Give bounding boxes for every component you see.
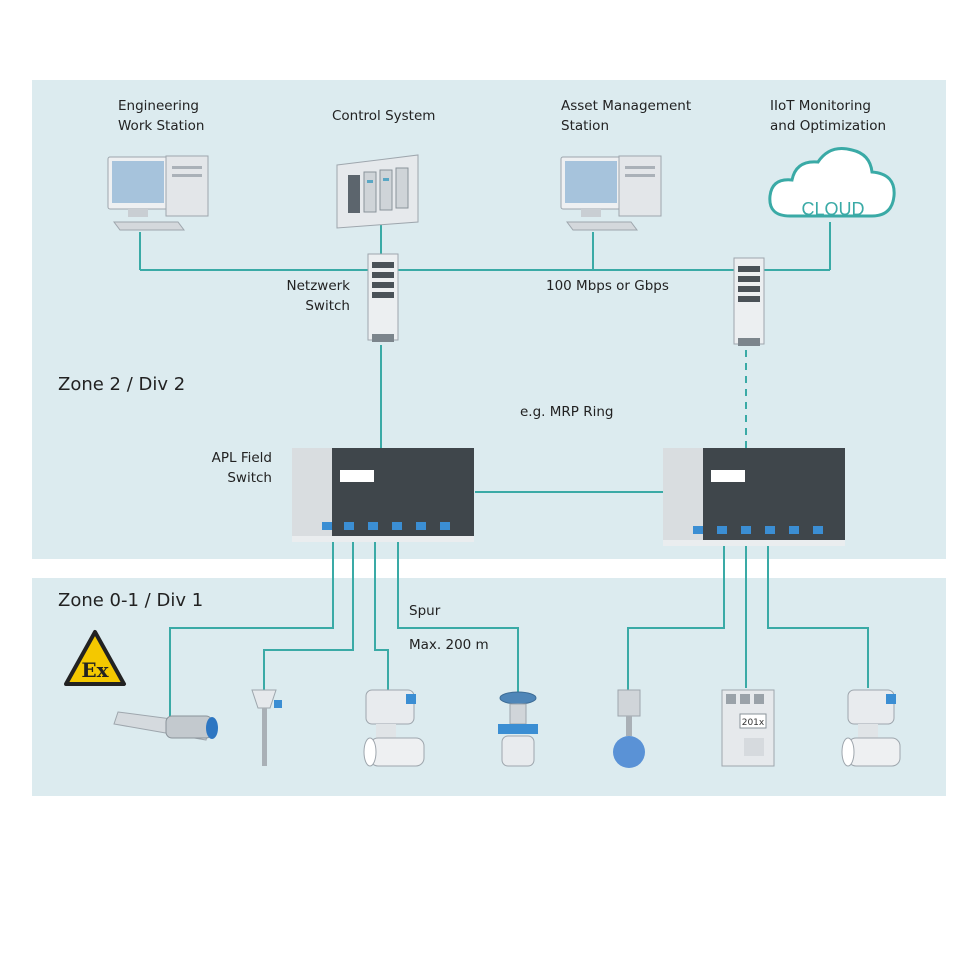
din-rail-device-icon bbox=[721, 689, 775, 767]
apl-field-switch-right-icon bbox=[663, 448, 845, 546]
iiot-line2: and Optimization bbox=[770, 118, 887, 134]
zone-0-1-panel bbox=[32, 578, 946, 796]
control-system-label: Control System bbox=[332, 108, 436, 124]
cloud-icon bbox=[768, 147, 896, 218]
speed-label: 100 Mbps or Gbps bbox=[546, 278, 669, 294]
level-sensor-icon bbox=[251, 689, 282, 766]
cloud-label: CLOUD bbox=[801, 199, 864, 219]
asset-management-station-icon bbox=[560, 155, 662, 231]
flow-meter-right-icon bbox=[841, 689, 901, 767]
iiot-monitoring-label: IIoT Monitoring and Optimization bbox=[770, 96, 886, 136]
apl-field-switch-left-icon bbox=[292, 448, 474, 542]
netzwerk-switch-label: Netzwerk Switch bbox=[250, 276, 351, 316]
netzwerk-switch-left-icon bbox=[367, 253, 399, 342]
control-valve-icon bbox=[498, 691, 538, 767]
control-system-icon bbox=[336, 154, 419, 229]
network-lines bbox=[139, 222, 869, 718]
device-display-label: 201x bbox=[742, 718, 765, 728]
mrp-ring-label: e.g. MRP Ring bbox=[520, 404, 614, 420]
apl-line2: Switch bbox=[227, 470, 272, 486]
engineering-workstation-icon bbox=[107, 155, 209, 231]
engineering-workstation-label: Engineering Work Station bbox=[118, 96, 204, 136]
engineering-line1: Engineering bbox=[118, 98, 199, 114]
engineering-line2: Work Station bbox=[118, 118, 205, 134]
apl-line1: APL Field bbox=[211, 450, 272, 466]
asset-line2: Station bbox=[561, 118, 609, 134]
zone-2-label: Zone 2 / Div 2 bbox=[58, 374, 186, 395]
proximity-sensor-icon bbox=[113, 711, 218, 741]
max-length-label: Max. 200 m bbox=[409, 637, 489, 653]
netzwerk-line1: Netzwerk bbox=[286, 278, 351, 294]
ex-warning-sign-icon bbox=[64, 630, 126, 686]
iiot-line1: IIoT Monitoring bbox=[770, 98, 871, 114]
asset-management-label: Asset Management Station bbox=[561, 96, 691, 136]
zone-0-1-label: Zone 0-1 / Div 1 bbox=[58, 590, 204, 611]
flow-meter-left-icon bbox=[363, 689, 425, 767]
ex-label: Ex bbox=[81, 658, 109, 682]
apl-field-switch-label: APL Field Switch bbox=[172, 448, 272, 488]
netzwerk-switch-right-icon bbox=[733, 257, 765, 346]
level-probe-icon bbox=[613, 689, 645, 768]
spur-label: Spur bbox=[409, 603, 441, 619]
asset-line1: Asset Management bbox=[561, 98, 692, 114]
netzwerk-line2: Switch bbox=[305, 298, 350, 314]
